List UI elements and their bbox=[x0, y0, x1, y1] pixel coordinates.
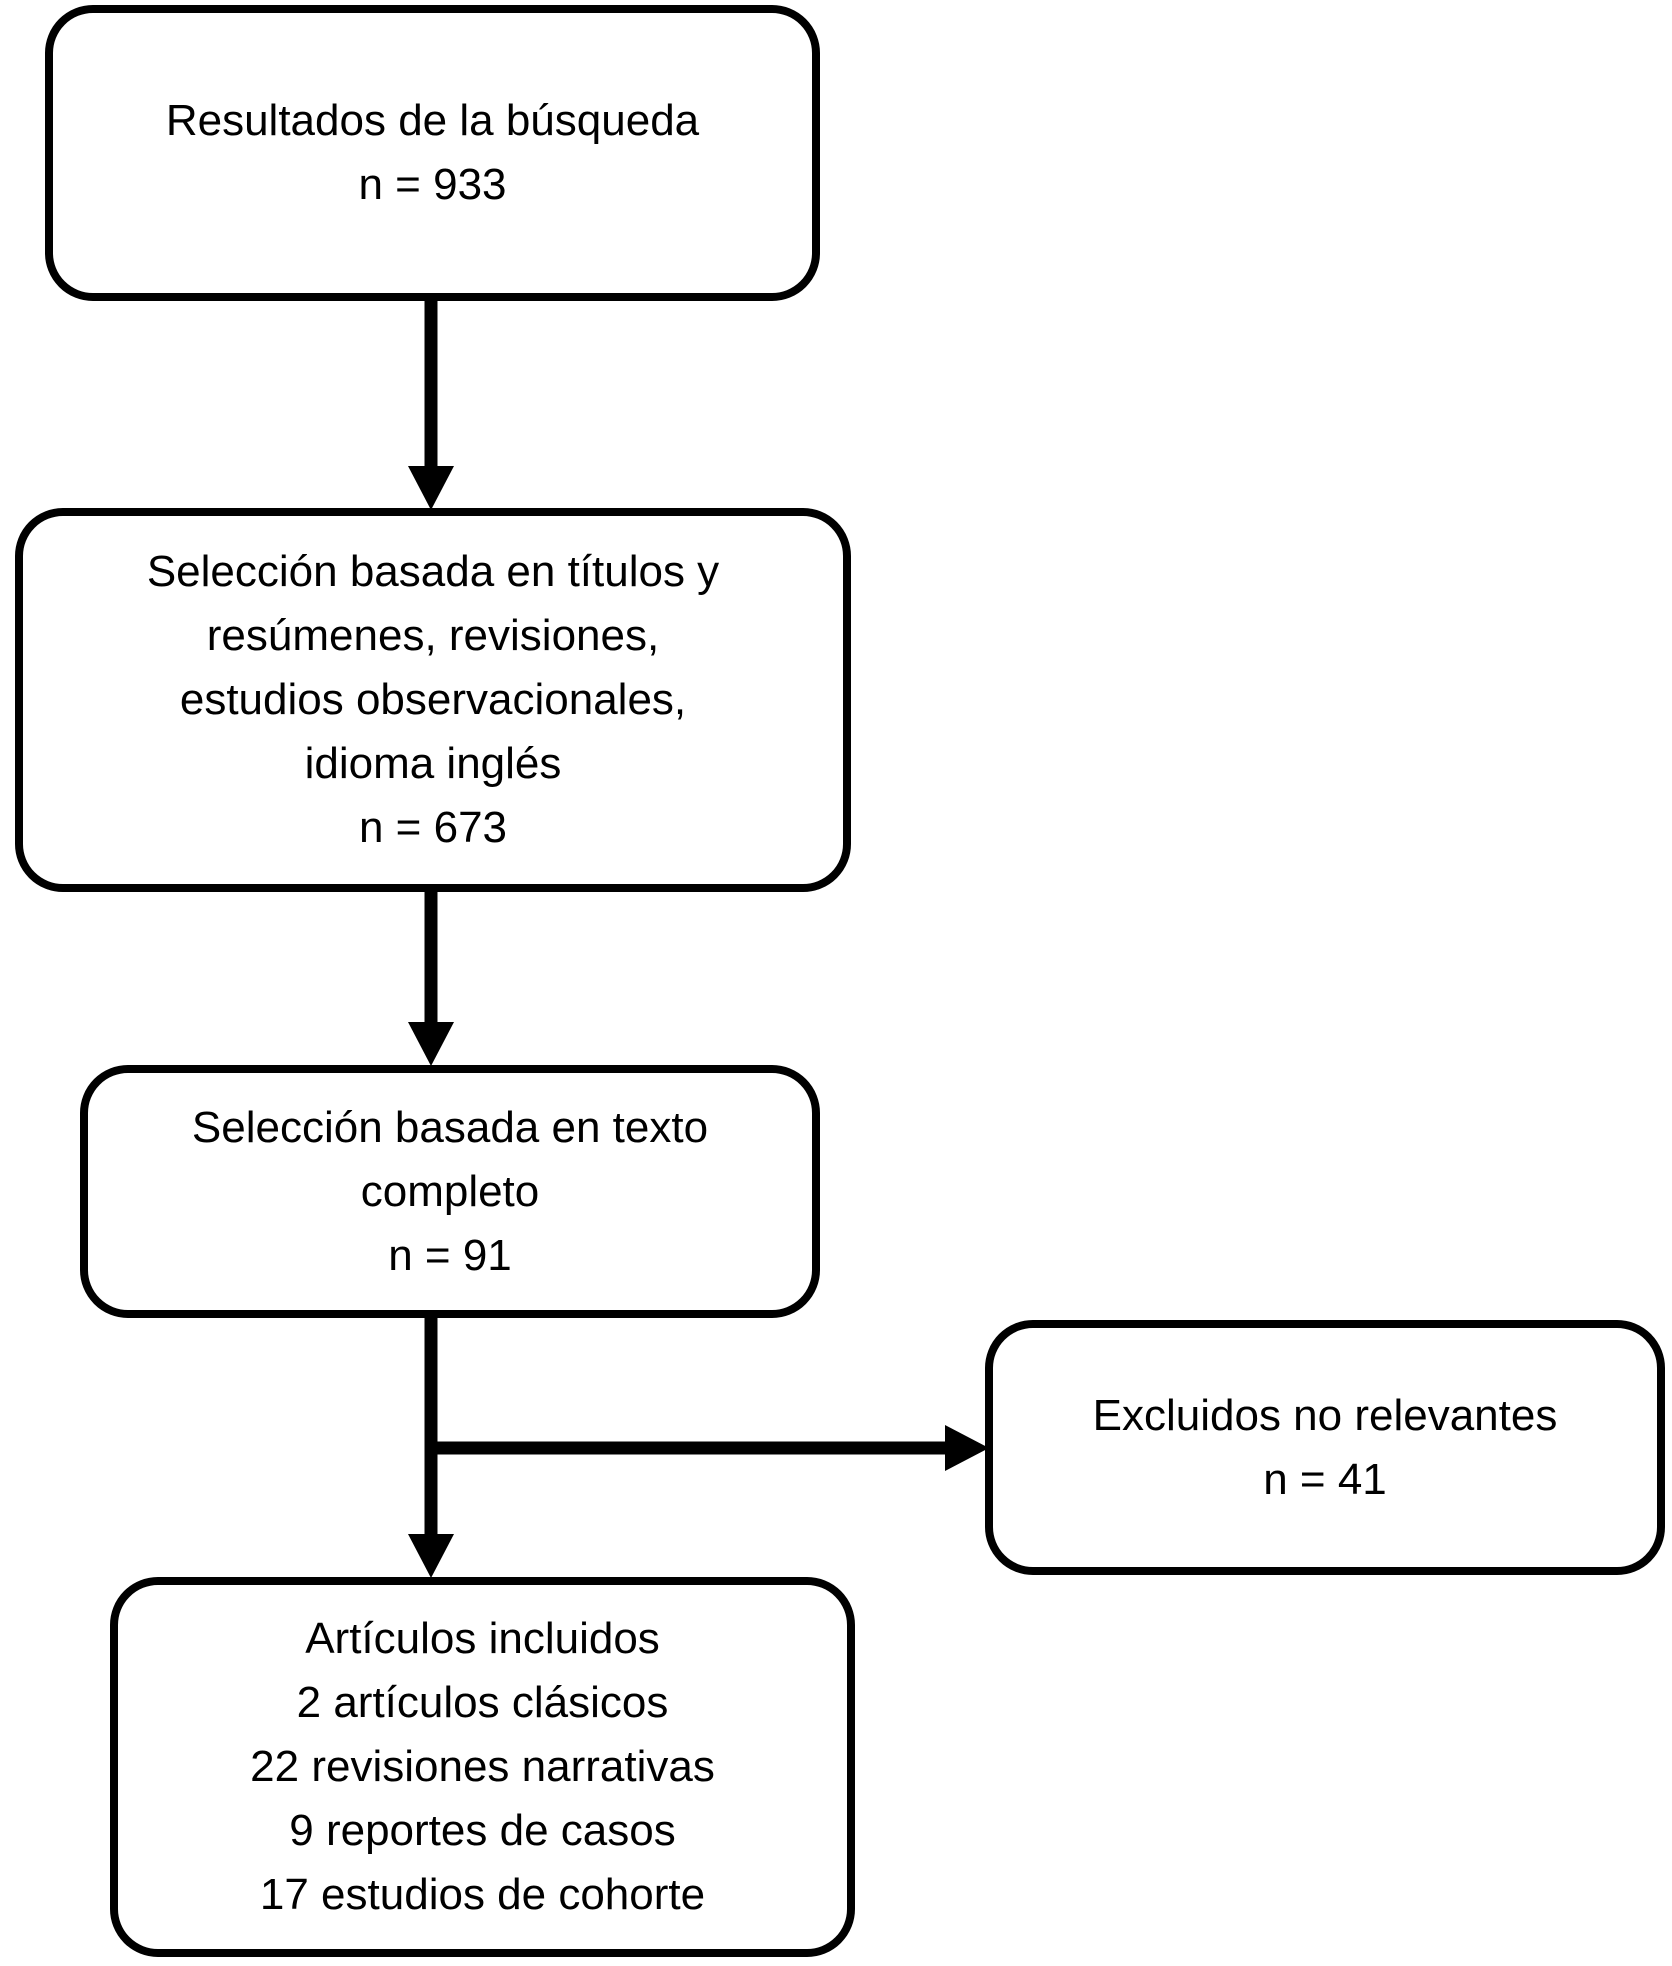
node-included-articles: Artículos incluidos 2 artículos clásicos… bbox=[110, 1577, 855, 1957]
node-text-line: Selección basada en títulos y bbox=[146, 547, 720, 596]
node-text-line: completo bbox=[360, 1166, 540, 1216]
node-count-line: n = 933 bbox=[358, 160, 507, 209]
node-count-line: n = 41 bbox=[1263, 1454, 1387, 1504]
node-full-text-screening: Selección basada en texto completo n = 9… bbox=[80, 1065, 820, 1318]
arrow-titles-to-fulltext-head-icon bbox=[408, 1022, 454, 1066]
arrow-search-to-titles-head-icon bbox=[408, 466, 454, 510]
node-text-line: resúmenes, revisiones, bbox=[206, 611, 660, 660]
node-text-line: idioma inglés bbox=[304, 739, 562, 788]
node-count-line: n = 91 bbox=[388, 1230, 512, 1280]
node-text-line: Selección basada en texto bbox=[191, 1102, 709, 1152]
node-text-line: estudios observacionales, bbox=[179, 675, 687, 724]
node-text-line: Resultados de la búsqueda bbox=[165, 96, 700, 145]
node-excluded-not-relevant: Excluidos no relevantes n = 41 bbox=[985, 1320, 1665, 1575]
node-count-line: n = 673 bbox=[358, 803, 508, 852]
arrow-fulltext-to-excluded-head-icon bbox=[945, 1425, 989, 1471]
node-text-line: 17 estudios de cohorte bbox=[259, 1870, 706, 1919]
node-text-line: Excluidos no relevantes bbox=[1092, 1390, 1558, 1440]
arrow-fulltext-to-included-head-icon bbox=[408, 1534, 454, 1578]
node-text-line: 9 reportes de casos bbox=[289, 1806, 676, 1855]
node-text-line: 2 artículos clásicos bbox=[296, 1678, 669, 1727]
node-search-results: Resultados de la búsqueda n = 933 bbox=[45, 5, 820, 301]
node-title-abstract-screening: Selección basada en títulos y resúmenes,… bbox=[15, 508, 851, 892]
node-text-line: Artículos incluidos bbox=[305, 1614, 660, 1663]
node-text-line: 22 revisiones narrativas bbox=[250, 1742, 715, 1791]
